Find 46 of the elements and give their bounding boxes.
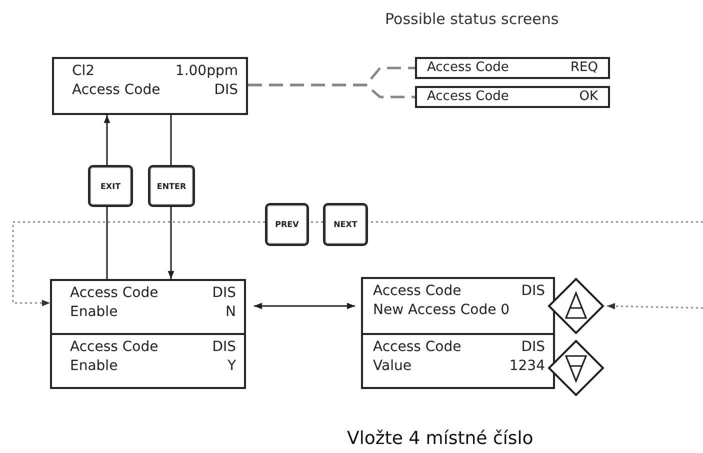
display-screen xyxy=(52,57,248,115)
display-text: 1234 xyxy=(509,357,545,376)
display-text: DIS xyxy=(521,338,545,357)
key-diamond xyxy=(547,339,605,397)
display-text: 1.00ppm xyxy=(175,62,238,81)
caption-text: Vložte 4 místné číslo xyxy=(347,428,534,449)
display-text: Y xyxy=(227,357,236,376)
display-text: Enable xyxy=(70,357,118,376)
display-text: DIS xyxy=(212,284,236,303)
keypad-button: PREV xyxy=(265,203,309,246)
arrow xyxy=(254,302,355,310)
keypad-button: ENTER xyxy=(148,165,195,207)
display-text: Access Code xyxy=(373,282,462,301)
display-screen xyxy=(50,279,246,335)
display-text: Enable xyxy=(70,303,118,322)
display-text: N xyxy=(226,303,236,322)
arrow xyxy=(168,207,174,279)
display-text: New Access Code 0 xyxy=(373,301,510,320)
display-text: Access Code xyxy=(72,81,160,100)
display-text: Access Code xyxy=(427,88,509,105)
display-screen xyxy=(415,86,610,108)
connector-line xyxy=(248,84,415,98)
display-text: DIS xyxy=(212,338,236,357)
connector-line xyxy=(368,221,703,223)
arrow xyxy=(12,221,265,306)
display-text: REQ xyxy=(570,59,598,76)
arrow xyxy=(606,302,703,310)
display-screen xyxy=(50,333,246,389)
display-text: Cl2 xyxy=(72,62,95,81)
display-screen xyxy=(415,57,610,79)
key-diamond xyxy=(547,277,605,335)
display-text: Access Code xyxy=(373,338,462,357)
display-text: Access Code xyxy=(70,338,158,357)
display-text: OK xyxy=(579,88,598,105)
display-text: Access Code xyxy=(70,284,158,303)
display-text: DIS xyxy=(214,81,238,100)
connector-line xyxy=(170,115,172,165)
section-heading: Possible status screens xyxy=(385,10,559,28)
arrow xyxy=(104,115,110,165)
keypad-button: NEXT xyxy=(323,203,368,246)
display-text: Value xyxy=(373,357,412,376)
display-text: Access Code xyxy=(427,59,509,76)
display-text: DIS xyxy=(521,282,545,301)
connector-line xyxy=(106,207,108,279)
keypad-button: EXIT xyxy=(88,165,133,207)
connector-line xyxy=(309,221,323,223)
